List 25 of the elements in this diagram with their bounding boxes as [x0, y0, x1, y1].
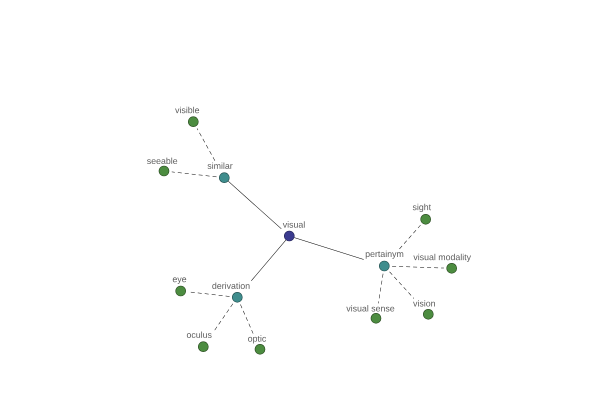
link-line — [196, 128, 216, 162]
node-label: similar — [208, 162, 233, 169]
link-line — [294, 237, 364, 260]
node-label: seeable — [147, 158, 178, 164]
link-line — [378, 273, 384, 304]
node-label: oculus — [186, 331, 212, 338]
node-label: visual modality — [413, 254, 472, 262]
link-line — [389, 272, 414, 299]
node-label: visual — [282, 221, 305, 228]
node-label: vision — [413, 300, 435, 307]
link-line — [240, 304, 254, 334]
node-label: visible — [175, 106, 200, 114]
link-line — [251, 240, 286, 282]
link-line — [213, 303, 234, 332]
node-label: sight — [412, 204, 432, 212]
link-line — [399, 224, 421, 250]
node-label: visual sense — [346, 305, 394, 312]
node-label: pertainym — [366, 250, 404, 259]
node-label: eye — [172, 277, 186, 284]
node-label: optic — [248, 335, 266, 344]
link-line — [392, 266, 444, 268]
node-label: derivation — [212, 282, 250, 289]
link-line — [228, 181, 282, 230]
link-line — [188, 292, 230, 297]
link-line — [172, 172, 217, 178]
